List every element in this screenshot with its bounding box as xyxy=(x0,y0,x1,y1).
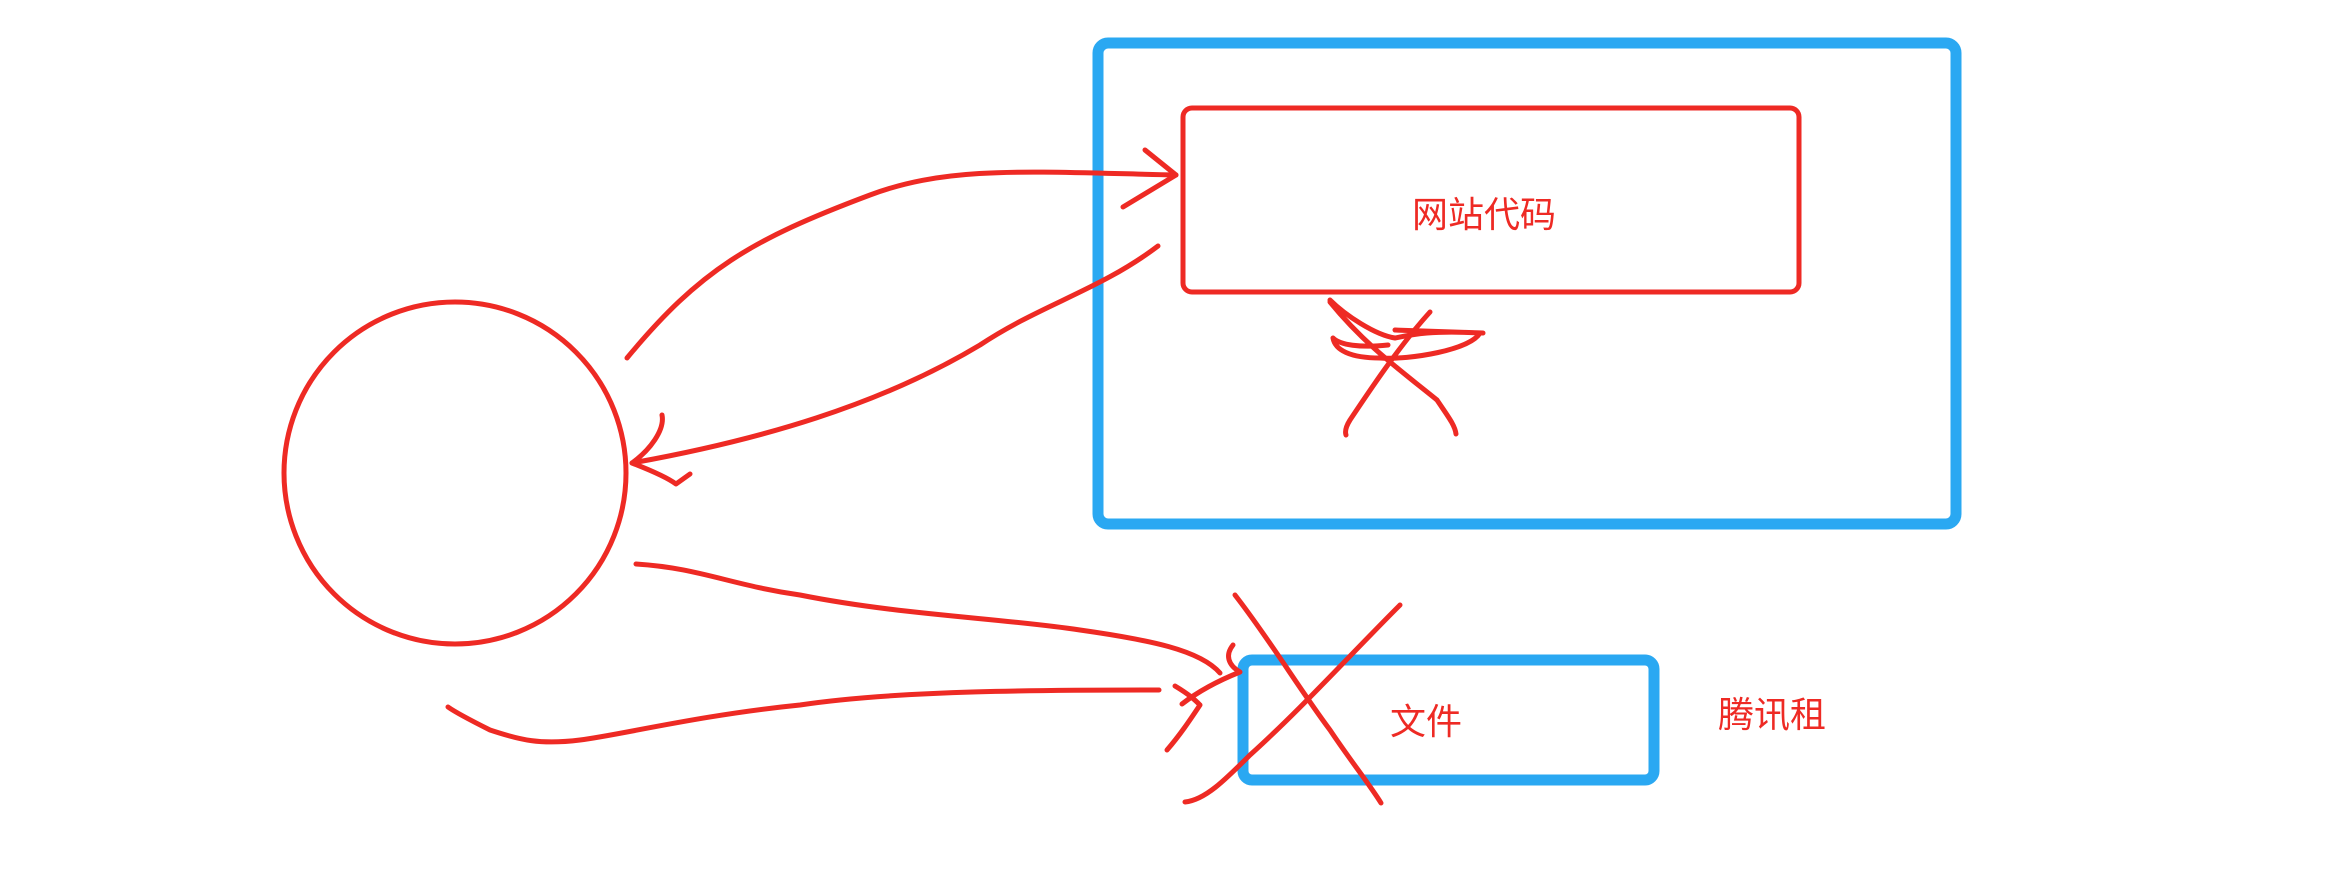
response-arrow-from-code xyxy=(629,243,1161,466)
arrow-to-file-head xyxy=(1179,642,1243,707)
server-container-box xyxy=(1092,37,1962,530)
client-circle xyxy=(281,299,629,647)
file-label: 文件 xyxy=(1390,702,1462,743)
website-code-box xyxy=(1180,105,1802,295)
arrow-from-file xyxy=(445,687,1162,745)
response-arrowhead xyxy=(629,412,693,487)
request-arrow-to-code xyxy=(624,169,1179,361)
code-cross-mark-2 xyxy=(1343,309,1433,438)
request-arrowhead xyxy=(1120,147,1179,210)
file-cross-mark-1 xyxy=(1232,592,1384,806)
tencent-rent-label: 腾讯租 xyxy=(1718,695,1826,736)
file-cross-mark-2 xyxy=(1182,602,1403,805)
code-crossed-out-scribble xyxy=(1327,297,1486,361)
arrow-from-file-head xyxy=(1164,683,1203,753)
website-code-label: 网站代码 xyxy=(1412,195,1556,236)
arrow-to-file xyxy=(633,561,1223,676)
file-box xyxy=(1237,654,1660,786)
code-cross-mark-1 xyxy=(1327,299,1459,437)
